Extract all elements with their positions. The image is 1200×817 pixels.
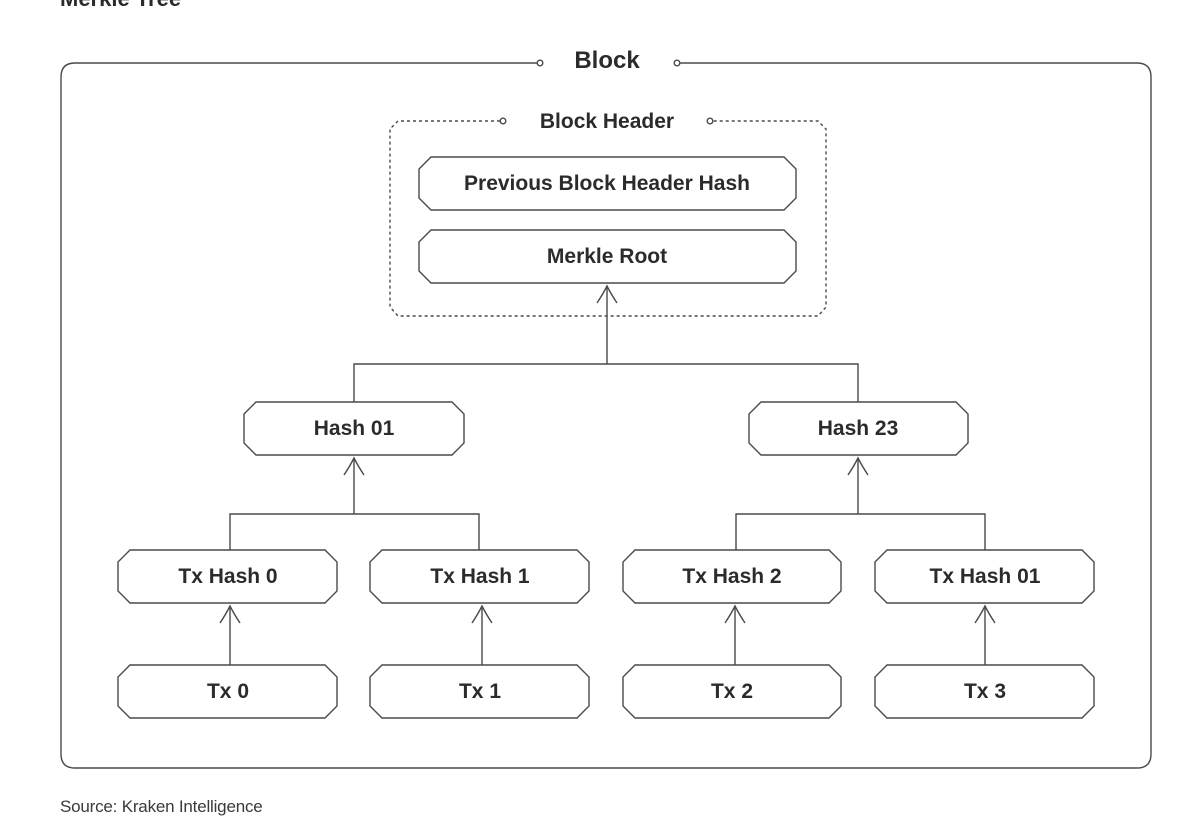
tx-hash-label: Tx Hash 2	[682, 565, 781, 588]
arrow-tx-hash-2	[724, 604, 746, 624]
page-title: Merkle Tree	[60, 0, 181, 12]
hash-23-box	[748, 401, 969, 456]
block-header-label: Block Header	[540, 110, 674, 133]
block-frame	[60, 62, 1152, 769]
transaction-label: Tx 2	[711, 680, 753, 703]
previous-block-header-hash-box	[418, 156, 797, 211]
block-label: Block	[574, 47, 640, 74]
arrow-hash-01	[343, 456, 365, 476]
block-header-right-node	[706, 117, 714, 125]
arrow-tx-hash-0	[219, 604, 241, 624]
merkle-root-box	[418, 229, 797, 284]
merkle-root-label: Merkle Root	[547, 245, 667, 268]
arrow-tx-hash-1	[471, 604, 493, 624]
transaction-box	[622, 664, 842, 719]
hash-01-label: Hash 01	[314, 417, 395, 440]
transaction-label: Tx 0	[207, 680, 249, 703]
arrow-tx-hash-3	[974, 604, 996, 624]
block-frame-left-node	[536, 59, 544, 67]
hash-23-label: Hash 23	[818, 417, 899, 440]
tx-hash-label: Tx Hash 0	[178, 565, 277, 588]
tx-hash-label: Tx Hash 1	[430, 565, 530, 588]
block-header-frame	[389, 120, 827, 317]
connector-hashes-to-merkle-root	[353, 286, 859, 402]
connector-tx-hashes-to-hash-01	[229, 458, 480, 550]
transaction-label: Tx 3	[964, 680, 1006, 703]
arrow-merkle-root	[596, 284, 618, 304]
arrow-hash-23	[847, 456, 869, 476]
transaction-label: Tx 1	[459, 680, 501, 703]
transaction-box	[117, 664, 338, 719]
transaction-box	[369, 664, 590, 719]
tx-hash-box	[117, 549, 338, 604]
transaction-box	[874, 664, 1095, 719]
previous-block-header-hash-label: Previous Block Header Hash	[464, 172, 750, 195]
tx-hash-label: Tx Hash 01	[930, 565, 1041, 588]
tx-hash-box	[369, 549, 590, 604]
tx-hash-box	[622, 549, 842, 604]
source-note: Source: Kraken Intelligence	[60, 797, 263, 816]
block-frame-right-node	[673, 59, 681, 67]
block-header-left-node	[499, 117, 507, 125]
tx-hash-box	[874, 549, 1095, 604]
hash-01-box	[243, 401, 465, 456]
connector-tx-hashes-to-hash-23	[735, 458, 986, 550]
